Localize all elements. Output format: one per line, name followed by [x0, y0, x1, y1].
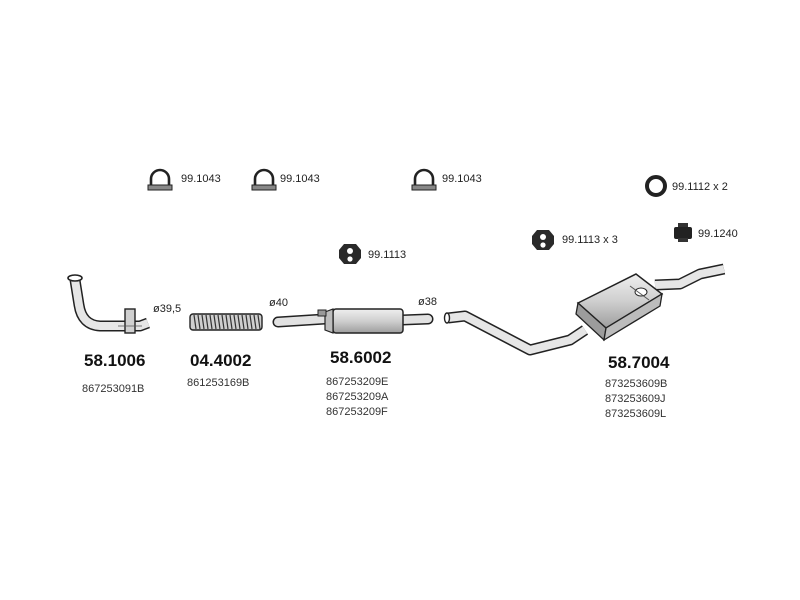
oem-reference: 867253209E	[326, 376, 389, 388]
flex-rib	[205, 314, 209, 330]
diameter-label: ø39,5	[153, 303, 182, 315]
middle-silencer-58-6002[interactable]	[272, 308, 434, 334]
clamp-icon	[411, 168, 437, 191]
flex-rib	[213, 314, 217, 330]
flex-rib	[193, 314, 197, 330]
rear-silencer-58-7004[interactable]	[443, 263, 726, 356]
oem-reference: 861253169B	[187, 377, 250, 389]
oem-reference: 873253609J	[605, 393, 666, 405]
diameter-label: ø40	[269, 297, 288, 309]
oem-reference: 867253091B	[82, 383, 145, 395]
clamp-code-label: 99.1043	[280, 173, 320, 185]
flex-pipe-04-4002[interactable]	[189, 313, 263, 331]
flex-pipe-ribs	[193, 314, 261, 330]
flex-rib	[249, 314, 253, 330]
oem-reference: 867253209A	[326, 391, 389, 403]
part-number[interactable]: 58.7004	[608, 353, 670, 372]
oem-reference: 873253609L	[605, 408, 667, 420]
rubber-mount-icon	[674, 223, 692, 242]
flex-rib	[217, 314, 221, 330]
flex-rib	[241, 314, 245, 330]
flex-rib	[229, 314, 233, 330]
hanger-code-label: 99.1113 x 3	[562, 234, 618, 246]
rubber-ring-icon	[645, 175, 667, 197]
clamp-icon	[147, 168, 173, 191]
hanger-code-label: 99.1113	[368, 249, 407, 261]
flex-rib	[209, 314, 213, 330]
flex-rib	[245, 314, 249, 330]
flex-rib	[225, 314, 229, 330]
part-number[interactable]: 58.6002	[330, 348, 392, 367]
flex-rib	[237, 314, 241, 330]
flex-rib	[197, 314, 201, 330]
clamp-code-label: 99.1043	[181, 173, 221, 185]
flex-rib	[253, 314, 257, 330]
diameter-label: ø38	[418, 296, 437, 308]
oem-reference: 867253209F	[326, 406, 388, 418]
rubber-hanger-icon	[532, 230, 554, 250]
flex-rib	[257, 314, 261, 330]
mount-code-label: 99.1240	[698, 228, 738, 240]
oem-reference: 873253609B	[605, 378, 668, 390]
flex-rib	[233, 314, 237, 330]
flex-rib	[221, 314, 225, 330]
flex-rib	[201, 314, 205, 330]
part-number[interactable]: 58.1006	[84, 351, 146, 370]
ring-code-label: 99.1112 x 2	[672, 181, 728, 193]
front-pipe-58-1006[interactable]	[67, 274, 150, 334]
rubber-hanger-icon	[339, 244, 361, 264]
clamp-icon	[251, 168, 277, 191]
clamp-code-label: 99.1043	[442, 173, 482, 185]
part-number[interactable]: 04.4002	[190, 351, 252, 370]
